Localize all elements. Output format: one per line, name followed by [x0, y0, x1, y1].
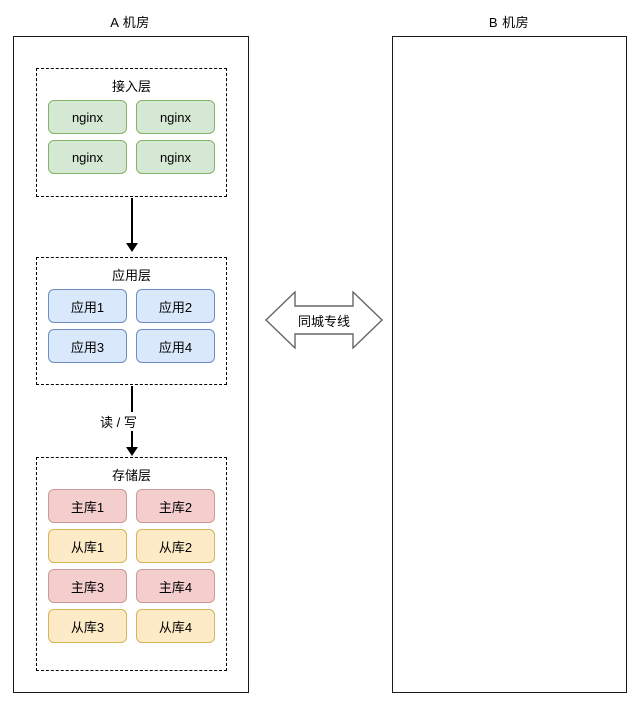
arrowhead-down-icon — [126, 243, 138, 252]
datacenter-b-title: B 机房 — [488, 15, 530, 30]
datacenter-a-title: A 机房 — [110, 15, 150, 30]
node-slave-db-3[interactable]: 从库3 — [48, 609, 127, 643]
node-app-3[interactable]: 应用3 — [48, 329, 127, 363]
arrowhead-down-icon — [126, 447, 138, 456]
node-nginx-3[interactable]: nginx — [48, 140, 127, 174]
layer-storage: 存储层 主库1 主库2 从库1 从库2 主库3 主库4 从库3 从库4 — [36, 457, 227, 671]
node-master-db-2[interactable]: 主库2 — [136, 489, 215, 523]
connector-access-to-app — [131, 198, 133, 244]
node-master-db-1[interactable]: 主库1 — [48, 489, 127, 523]
datacenter-b-box — [392, 36, 627, 693]
node-master-db-4[interactable]: 主库4 — [136, 569, 215, 603]
layer-storage-nodes: 主库1 主库2 从库1 从库2 主库3 主库4 从库3 从库4 — [48, 489, 215, 643]
layer-app: 应用层 应用1 应用2 应用3 应用4 — [36, 257, 227, 385]
node-slave-db-2[interactable]: 从库2 — [136, 529, 215, 563]
node-master-db-3[interactable]: 主库3 — [48, 569, 127, 603]
node-nginx-1[interactable]: nginx — [48, 100, 127, 134]
layer-access-nodes: nginx nginx nginx nginx — [48, 100, 215, 174]
link-label: 同城专线 — [297, 314, 350, 329]
layer-app-nodes: 应用1 应用2 应用3 应用4 — [48, 289, 215, 363]
node-nginx-2[interactable]: nginx — [136, 100, 215, 134]
node-slave-db-1[interactable]: 从库1 — [48, 529, 127, 563]
layer-access: 接入层 nginx nginx nginx nginx — [36, 68, 227, 197]
layer-storage-title: 存储层 — [111, 468, 151, 483]
node-slave-db-4[interactable]: 从库4 — [136, 609, 215, 643]
layer-app-title: 应用层 — [111, 268, 151, 283]
node-nginx-4[interactable]: nginx — [136, 140, 215, 174]
double-arrow-icon — [265, 291, 383, 349]
node-app-4[interactable]: 应用4 — [136, 329, 215, 363]
layer-access-title: 接入层 — [111, 79, 151, 94]
connector-read-write-label: 读 / 写 — [98, 412, 139, 431]
node-app-2[interactable]: 应用2 — [136, 289, 215, 323]
node-app-1[interactable]: 应用1 — [48, 289, 127, 323]
